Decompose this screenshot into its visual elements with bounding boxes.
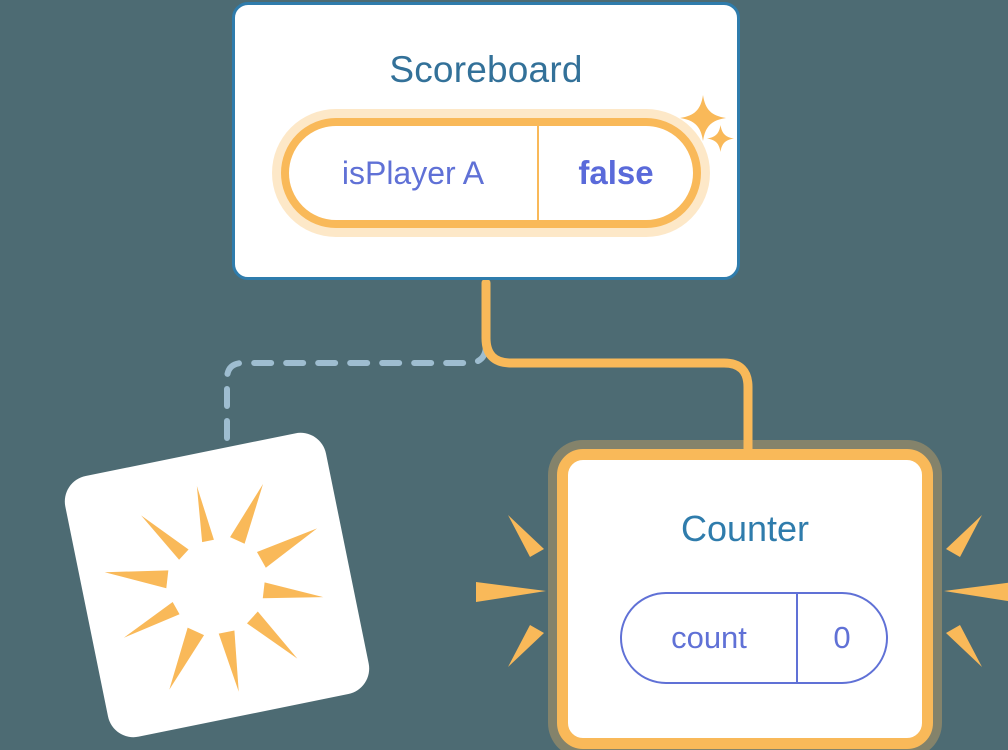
scoreboard-title: Scoreboard [389, 49, 583, 90]
counter-state-key: count [622, 594, 798, 682]
counter-left-rays-icon [472, 505, 550, 675]
connector-scoreboard-to-counter [481, 278, 753, 475]
sparkle-small-icon [706, 124, 735, 153]
scoreboard-state-pill[interactable]: isPlayer A false [281, 118, 701, 228]
scoreboard-state-key: isPlayer A [289, 126, 539, 220]
burst-card[interactable] [60, 428, 374, 742]
counter-card[interactable]: Counter count 0 [557, 449, 933, 749]
counter-title: Counter [680, 508, 810, 549]
burst-rays-icon [104, 483, 324, 692]
counter-state-value: 0 [833, 620, 851, 655]
scoreboard-card[interactable]: Scoreboard isPlayer A false [232, 2, 740, 280]
scoreboard-state-value: false [578, 154, 654, 191]
counter-right-rays-icon [940, 505, 1008, 675]
counter-state-pill[interactable]: count 0 [620, 592, 888, 684]
sparkle-large-icon [679, 94, 727, 142]
